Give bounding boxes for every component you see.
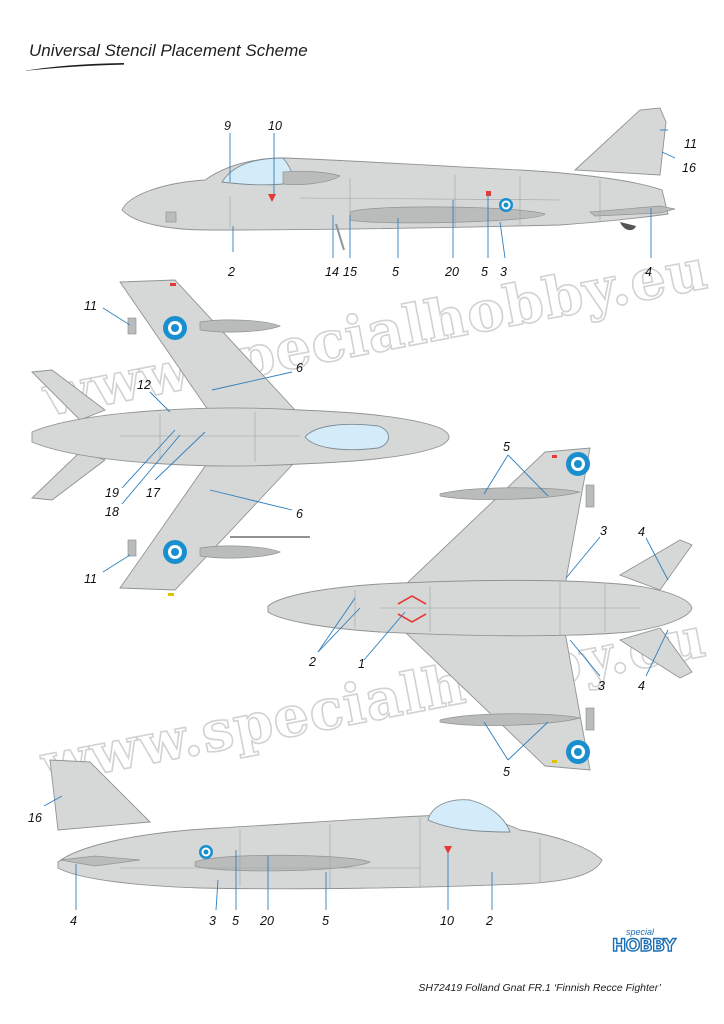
top-view: 11 6 12 19 18 17 6 11 (30, 279, 450, 596)
h-tail-bottom (30, 451, 106, 501)
label-20: 20 (259, 914, 274, 928)
label-5: 5 (232, 914, 239, 928)
canopy (304, 423, 389, 451)
label-3: 3 (500, 265, 507, 279)
label-10: 10 (268, 119, 282, 133)
label-10: 10 (440, 914, 454, 928)
label-2: 2 (308, 655, 316, 669)
h-tail-top (31, 369, 106, 421)
wing-upper (403, 447, 591, 586)
label-15: 15 (343, 265, 357, 279)
side-view-right: 16 4 3 5 20 5 10 2 (28, 759, 603, 928)
fuselage (31, 407, 450, 467)
canopy (221, 157, 294, 186)
side-view-left: 9 10 11 16 2 14 15 5 20 5 3 4 (121, 107, 697, 279)
label-6: 6 (296, 361, 303, 375)
label-16: 16 (682, 161, 696, 175)
label-4: 4 (638, 525, 645, 539)
label-11: 11 (684, 137, 697, 151)
label-16: 16 (28, 811, 42, 825)
label-5: 5 (503, 440, 510, 454)
label-5: 5 (392, 265, 399, 279)
label-1: 1 (358, 657, 365, 671)
footer-caption: SH72419 Folland Gnat FR.1 ‘Finnish Recce… (418, 982, 661, 994)
upper-wing (119, 279, 296, 421)
label-3: 3 (600, 524, 607, 538)
logo-big-text: HOBBY (611, 935, 676, 956)
lower-wing (119, 451, 296, 591)
label-9: 9 (224, 119, 231, 133)
label-2: 2 (227, 265, 235, 279)
label-4b: 4 (638, 679, 645, 693)
tailplane (589, 205, 676, 217)
label-5b: 5 (322, 914, 329, 928)
tank (349, 206, 546, 224)
label-2: 2 (485, 914, 493, 928)
logo-small-text: special (626, 927, 655, 937)
page-title: Universal Stencil Placement Scheme (29, 41, 308, 60)
fin (573, 107, 667, 176)
intake (282, 170, 341, 185)
label-3: 3 (209, 914, 216, 928)
label-4: 4 (645, 265, 652, 279)
label-14: 14 (325, 265, 339, 279)
label-12: 12 (137, 378, 151, 392)
label-19: 19 (105, 486, 119, 500)
fin (49, 759, 152, 831)
title-underline-swoosh (24, 63, 124, 71)
h-tail-bottom (618, 627, 693, 679)
canopy (427, 799, 511, 833)
label-4: 4 (70, 914, 77, 928)
wing-lower (403, 631, 591, 771)
bottom-view: 5 3 4 2 1 3 4 5 (267, 440, 693, 779)
label-5b: 5 (481, 265, 488, 279)
label-20: 20 (444, 265, 459, 279)
tank (194, 854, 371, 872)
label-5b: 5 (503, 765, 510, 779)
label-18: 18 (105, 505, 119, 519)
tailplane (59, 855, 141, 867)
label-3b: 3 (598, 679, 605, 693)
label-6b: 6 (296, 507, 303, 521)
h-tail-top (618, 539, 693, 591)
label-11b: 11 (84, 572, 97, 586)
label-11: 11 (84, 299, 97, 313)
label-17: 17 (146, 486, 161, 500)
